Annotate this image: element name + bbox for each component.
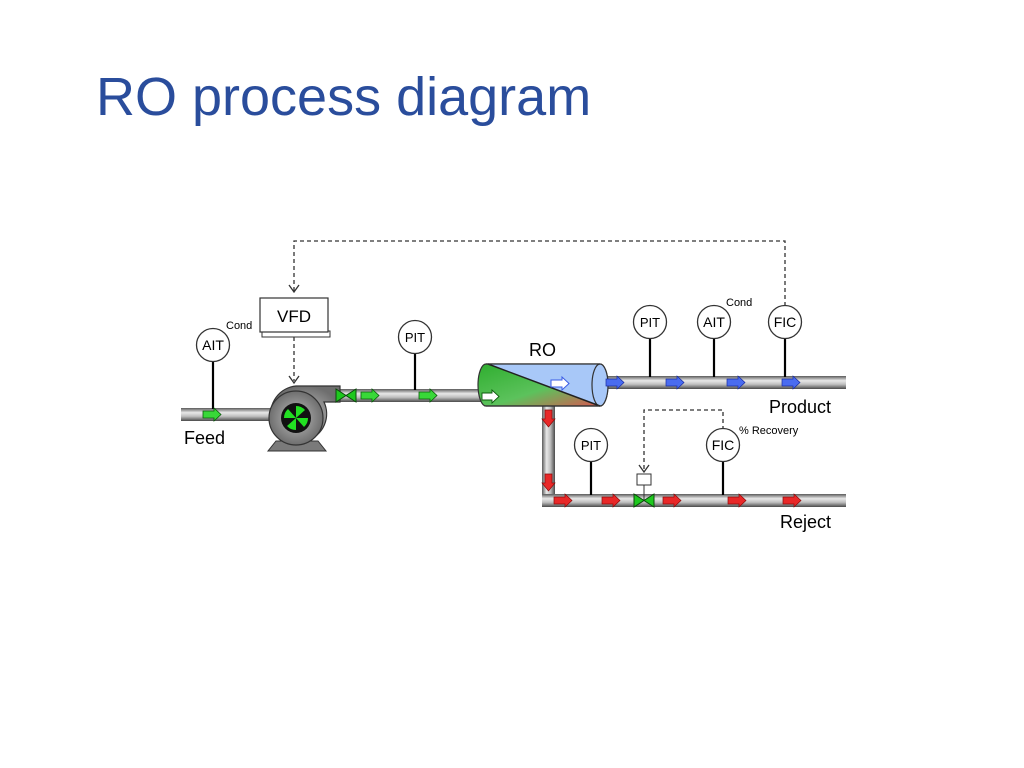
feed-pipe bbox=[181, 408, 273, 421]
product-pipe bbox=[598, 376, 846, 389]
ro-membrane bbox=[477, 363, 609, 407]
feed-flow-arrow-icon bbox=[202, 407, 222, 422]
product-flow-arrow-icon bbox=[726, 375, 746, 390]
signal-arrowheads bbox=[288, 284, 650, 474]
instrument-tag: FIC bbox=[774, 314, 797, 330]
recovery-fic-to-valve-signal bbox=[643, 409, 724, 470]
discharge-flow-arrow-icon bbox=[360, 388, 380, 403]
reject-flow-arrow-icon bbox=[541, 473, 556, 492]
discharge-pipe bbox=[316, 389, 482, 402]
instrument-product-pit: PIT bbox=[632, 304, 668, 340]
product-flow-arrow-icon bbox=[665, 375, 685, 390]
instrument-tag: FIC bbox=[712, 437, 735, 453]
instrument-product-fic: FIC bbox=[767, 304, 803, 340]
discharge-flow-arrow-icon bbox=[418, 388, 438, 403]
membrane-line bbox=[487, 363, 601, 407]
instrument-discharge-pit: PIT bbox=[397, 319, 433, 355]
fic-to-vfd-signal bbox=[293, 240, 786, 306]
vfd-box: VFD bbox=[259, 297, 331, 338]
feed-label: Feed bbox=[184, 428, 225, 448]
reject-pipe bbox=[542, 494, 846, 507]
instrument-tag: PIT bbox=[581, 438, 601, 453]
reject-flow-arrow-icon bbox=[601, 493, 621, 508]
reject-flow-arrow-icon bbox=[541, 409, 556, 428]
instrument-reject-fic: FIC bbox=[705, 427, 741, 463]
reject-flow-arrow-icon bbox=[782, 493, 802, 508]
vfd-label: VFD bbox=[277, 307, 311, 326]
instrument-stems bbox=[211, 338, 787, 495]
feed-pump bbox=[266, 385, 341, 452]
reject-control-valve-icon bbox=[633, 473, 655, 508]
ro-permeate-flow-arrow-icon bbox=[550, 375, 570, 392]
reject-flow-arrow-icon bbox=[727, 493, 747, 508]
reject-flow-arrow-icon bbox=[662, 493, 682, 508]
reject-flow-arrow-icon bbox=[553, 493, 573, 508]
product-flow-arrow-icon bbox=[781, 375, 801, 390]
ro-label: RO bbox=[529, 340, 556, 360]
reject-label: Reject bbox=[780, 512, 831, 532]
discharge-valve-icon bbox=[335, 388, 357, 403]
product-label: Product bbox=[769, 397, 831, 417]
control-signals bbox=[293, 240, 786, 470]
instrument-tag: PIT bbox=[640, 315, 660, 330]
feed-ait-qualifier: Cond bbox=[226, 320, 252, 332]
instrument-feed-ait: AIT bbox=[195, 327, 231, 363]
flow-arrows bbox=[202, 375, 802, 508]
recovery-qualifier: % Recovery bbox=[739, 425, 799, 437]
instrument-product-ait: AIT bbox=[696, 304, 732, 340]
ro-inlet-flow-arrow-icon bbox=[481, 388, 500, 405]
page-title: RO process diagram bbox=[96, 67, 592, 127]
fan-icon bbox=[283, 405, 309, 431]
instrument-tag: AIT bbox=[703, 314, 725, 330]
instrument-reject-pit: PIT bbox=[573, 427, 609, 463]
product-ait-qualifier: Cond bbox=[726, 297, 752, 309]
instrument-tag: AIT bbox=[202, 337, 224, 353]
product-flow-arrow-icon bbox=[605, 375, 625, 390]
instrument-tag: PIT bbox=[405, 330, 425, 345]
